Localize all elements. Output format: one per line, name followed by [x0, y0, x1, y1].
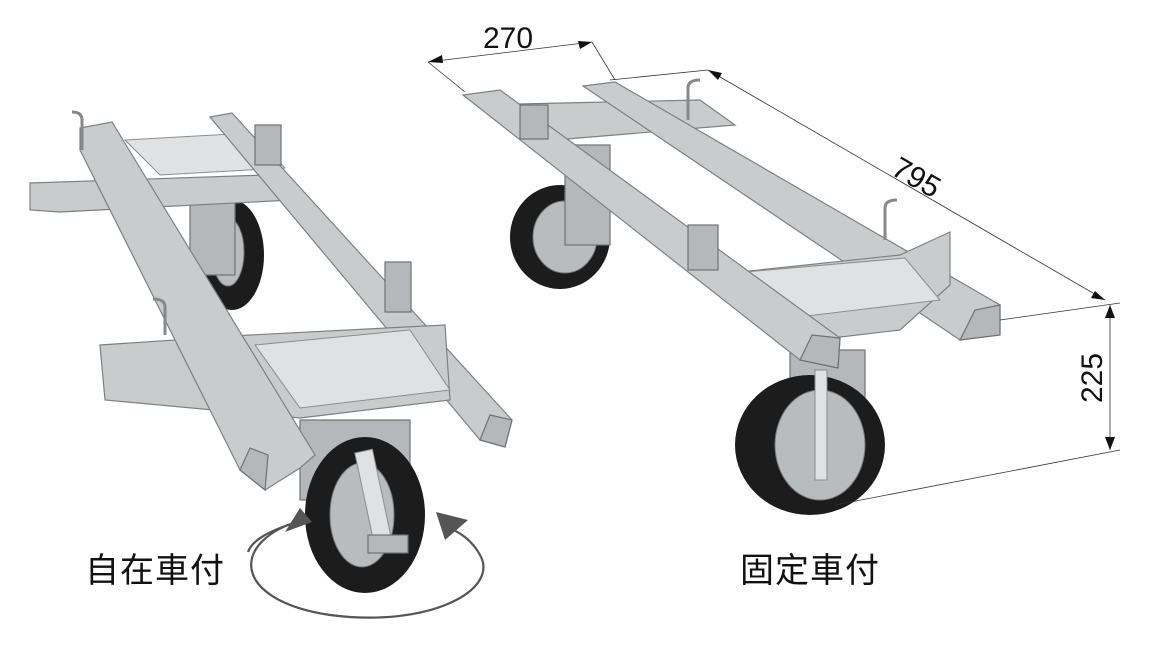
length-value: 795: [886, 151, 946, 205]
width-value: 270: [483, 22, 533, 55]
fixed-caster-label: 固定車付: [740, 551, 880, 591]
long-rail-left: [79, 121, 316, 491]
front-fixed-wheel: [735, 349, 885, 515]
height-value: 225: [1076, 353, 1109, 403]
swivel-caster-label: 自在車付: [85, 551, 225, 591]
front-swivel-wheel: [299, 419, 425, 593]
swivel-caster-dolly: [29, 110, 513, 593]
rotation-arrow-icon: [246, 508, 485, 619]
fixed-caster-dolly: [461, 78, 1001, 515]
dimension-width: 270: [427, 22, 616, 93]
dimension-height: 225: [834, 305, 1121, 506]
top-crossbar: [29, 174, 294, 213]
